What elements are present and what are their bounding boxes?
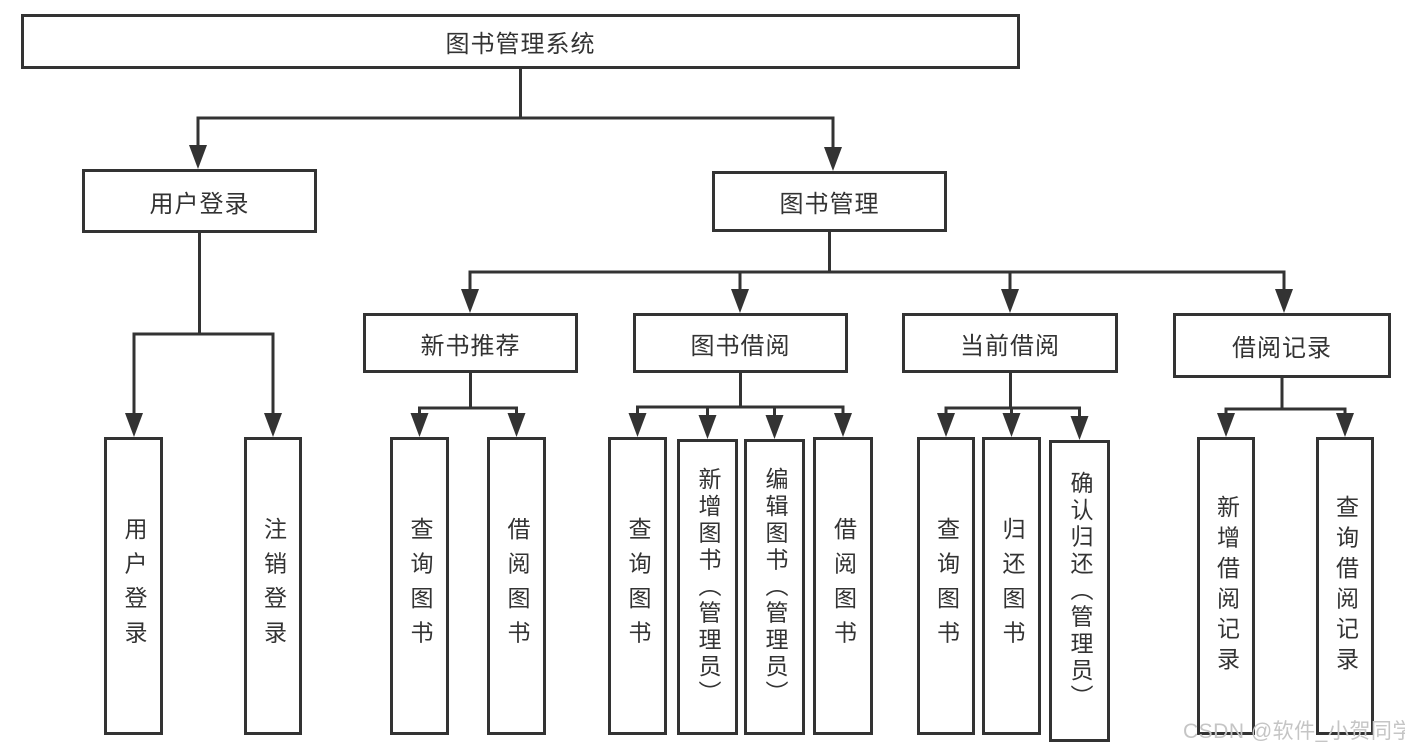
- node-label: 图书管理系统: [445, 31, 596, 58]
- connector-borrow-records-children: [1224, 378, 1347, 417]
- node-label: 新增图书（管理员）: [695, 466, 721, 708]
- node-label: 新书推荐: [420, 332, 521, 360]
- leaf-confirm-return-admin: 确认归还（管理员）: [1049, 440, 1110, 742]
- node-label: 查询借阅记录: [1332, 494, 1359, 678]
- node-label: 查询图书: [625, 517, 651, 655]
- connector-new-book-rec-children: [418, 373, 518, 417]
- node-label: 图书借阅: [690, 332, 791, 360]
- arrowheads-new-book-rec-children: [410, 413, 526, 437]
- node-book-borrowing: 图书借阅: [633, 313, 848, 373]
- leaf-query-books: 查询图书: [390, 437, 449, 735]
- node-label: 借阅图书: [830, 517, 857, 655]
- node-label: 用户登录: [121, 517, 147, 655]
- node-label: 用户登录: [149, 190, 250, 218]
- node-label: 查询图书: [407, 517, 433, 655]
- connector-current-borrow-children: [944, 373, 1081, 420]
- node-label: 借阅图书: [504, 517, 530, 655]
- arrowheads-book-borrow-children: [628, 413, 852, 439]
- node-book-management: 图书管理: [712, 171, 947, 232]
- arrowheads-level2: [189, 145, 842, 171]
- node-label: 编辑图书（管理员）: [762, 466, 788, 708]
- node-borrowing-records: 借阅记录: [1173, 313, 1391, 378]
- connector-book-borrow-children: [636, 373, 845, 419]
- arrowheads-level3: [461, 289, 1293, 313]
- connector-root-to-level2: [196, 69, 835, 151]
- arrowheads-user-login-children: [125, 413, 282, 437]
- arrowheads-borrow-records-children: [1217, 413, 1354, 437]
- watermark-text: CSDN @软件_小贺同学: [1183, 720, 1405, 743]
- connector-user-login-children: [132, 233, 275, 417]
- leaf-query-books: 查询图书: [917, 437, 975, 735]
- leaf-borrow-books: 借阅图书: [487, 437, 546, 735]
- arrowheads-current-borrow-children: [937, 413, 1089, 440]
- leaf-user-login: 用户登录: [104, 437, 163, 735]
- leaf-logout: 注销登录: [244, 437, 302, 735]
- node-user-login: 用户登录: [82, 169, 317, 233]
- leaf-query-borrow-record: 查询借阅记录: [1316, 437, 1374, 735]
- node-new-book-recommendation: 新书推荐: [363, 313, 578, 373]
- leaf-add-books-admin: 新增图书（管理员）: [677, 439, 738, 735]
- node-book-management-system: 图书管理系统: [21, 14, 1020, 69]
- connector-book-management-children: [468, 232, 1286, 293]
- leaf-add-borrow-record: 新增借阅记录: [1197, 437, 1255, 735]
- node-current-borrowing: 当前借阅: [902, 313, 1118, 373]
- node-label: 归还图书: [999, 517, 1025, 655]
- leaf-return-books: 归还图书: [982, 437, 1041, 735]
- leaf-query-books: 查询图书: [608, 437, 667, 735]
- node-label: 查询图书: [933, 517, 960, 655]
- leaf-borrow-books: 借阅图书: [813, 437, 873, 735]
- node-label: 图书管理: [779, 191, 880, 218]
- leaf-edit-books-admin: 编辑图书（管理员）: [744, 439, 805, 735]
- node-label: 借阅记录: [1232, 335, 1332, 362]
- node-label: 当前借阅: [960, 332, 1060, 360]
- node-label: 新增借阅记录: [1213, 494, 1240, 678]
- node-label: 确认归还（管理员）: [1067, 470, 1093, 712]
- node-label: 注销登录: [260, 517, 287, 655]
